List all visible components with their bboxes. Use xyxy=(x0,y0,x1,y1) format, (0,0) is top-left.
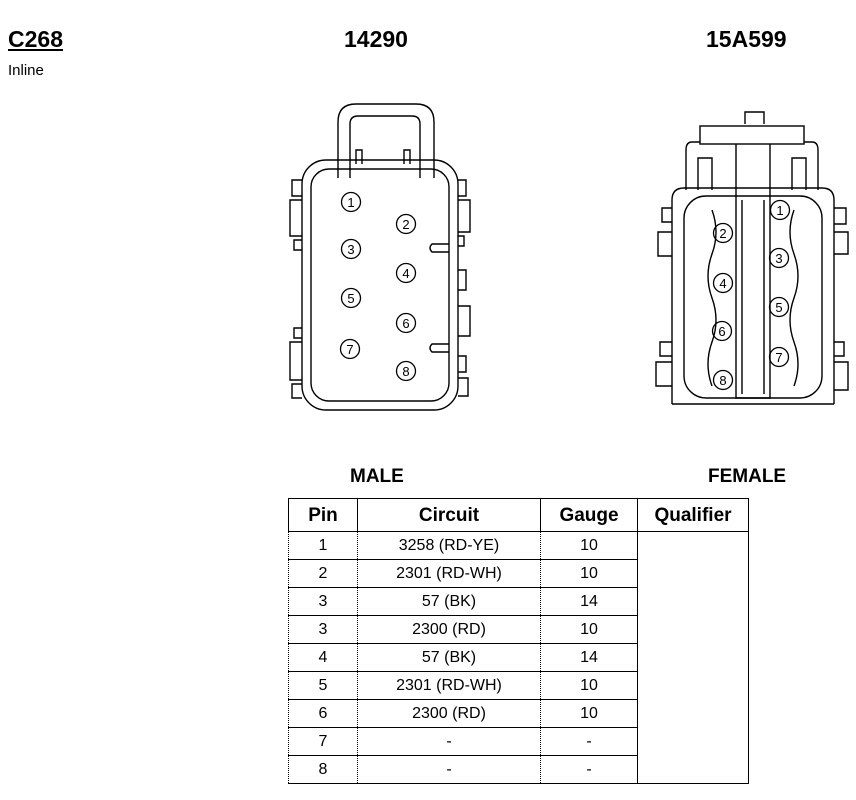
male-pin-5: 5 xyxy=(340,287,362,309)
gauge-cell: 10 xyxy=(540,671,638,700)
female-pin-label: 3 xyxy=(775,251,782,266)
female-pin-4: 4 xyxy=(712,272,734,294)
male-pin-3: 3 xyxy=(340,238,362,260)
female-pin-6: 6 xyxy=(711,320,733,342)
male-pin-label: 6 xyxy=(402,316,409,331)
female-pin-label: 2 xyxy=(719,226,726,241)
gauge-cell: 10 xyxy=(540,699,638,728)
qualifier-cell xyxy=(637,699,749,728)
circuit-cell: 2301 (RD-WH) xyxy=(357,671,541,700)
male-pin-7: 7 xyxy=(339,338,361,360)
pin-cell: 2 xyxy=(288,559,358,588)
circuit-cell: - xyxy=(357,727,541,756)
female-pin-label: 7 xyxy=(775,350,782,365)
male-pin-6: 6 xyxy=(395,312,417,334)
gauge-cell: 10 xyxy=(540,559,638,588)
gauge-cell: 14 xyxy=(540,587,638,616)
male-pin-label: 2 xyxy=(402,217,409,232)
qualifier-cell xyxy=(637,615,749,644)
pinout-header-row: Pin Circuit Gauge Qualifier xyxy=(288,498,749,532)
female-pin-7: 7 xyxy=(768,346,790,368)
pin-cell: 7 xyxy=(288,727,358,756)
female-connector xyxy=(655,111,849,405)
female-pin-1: 1 xyxy=(769,199,791,221)
female-part-number: 15A599 xyxy=(706,26,787,52)
gauge-cell: - xyxy=(540,727,638,756)
gauge-cell: 10 xyxy=(540,531,638,560)
circuit-cell: 3258 (RD-YE) xyxy=(357,531,541,560)
qualifier-cell xyxy=(637,671,749,700)
male-label: MALE xyxy=(350,466,404,487)
col-circuit: Circuit xyxy=(357,498,541,532)
female-label: FEMALE xyxy=(708,466,787,487)
male-pin-2: 2 xyxy=(395,213,417,235)
gauge-cell: 10 xyxy=(540,615,638,644)
female-pin-label: 4 xyxy=(719,276,726,291)
male-pin-label: 1 xyxy=(347,195,354,210)
male-pin-4: 4 xyxy=(395,262,417,284)
circuit-cell: 2300 (RD) xyxy=(357,615,541,644)
female-pin-3: 3 xyxy=(768,247,790,269)
circuit-cell: 57 (BK) xyxy=(357,587,541,616)
qualifier-cell xyxy=(637,531,749,560)
qualifier-cell xyxy=(637,643,749,672)
qualifier-cell xyxy=(637,755,749,784)
female-pin-label: 6 xyxy=(718,324,725,339)
qualifier-cell xyxy=(637,727,749,756)
pin-cell: 8 xyxy=(288,755,358,784)
connector-type: Inline xyxy=(8,62,44,79)
female-pin-2: 2 xyxy=(712,222,734,244)
male-pin-label: 4 xyxy=(402,266,409,281)
col-gauge: Gauge xyxy=(540,498,638,532)
pin-cell: 5 xyxy=(288,671,358,700)
male-pin-label: 7 xyxy=(346,342,353,357)
male-part-number: 14290 xyxy=(344,26,408,52)
gauge-cell: 14 xyxy=(540,643,638,672)
female-pin-5: 5 xyxy=(768,296,790,318)
table-row: 8-- xyxy=(288,755,749,784)
female-pin-8: 8 xyxy=(712,369,734,391)
circuit-cell: 2300 (RD) xyxy=(357,699,541,728)
female-pin-label: 8 xyxy=(719,373,726,388)
pin-cell: 3 xyxy=(288,587,358,616)
pin-cell: 4 xyxy=(288,643,358,672)
circuit-cell: - xyxy=(357,755,541,784)
pin-cell: 3 xyxy=(288,615,358,644)
pin-cell: 6 xyxy=(288,699,358,728)
male-pin-markers: 1 2 3 4 5 6 7 8 xyxy=(339,191,417,382)
gauge-cell: - xyxy=(540,755,638,784)
table-row: 7-- xyxy=(288,727,749,756)
connector-id: C268 xyxy=(8,26,63,52)
female-pin-markers: 1 2 3 4 5 6 7 8 xyxy=(711,199,791,391)
male-connector xyxy=(289,103,471,411)
col-qualifier: Qualifier xyxy=(637,498,749,532)
pin-cell: 1 xyxy=(288,531,358,560)
male-pin-label: 3 xyxy=(347,242,354,257)
male-pin-label: 5 xyxy=(347,291,354,306)
connector-diagram: 1 2 3 4 5 6 7 8 xyxy=(289,103,849,411)
male-pin-1: 1 xyxy=(340,191,362,213)
female-pin-label: 1 xyxy=(776,203,783,218)
qualifier-cell xyxy=(637,559,749,588)
qualifier-cell xyxy=(637,587,749,616)
male-pin-8: 8 xyxy=(395,360,417,382)
col-pin: Pin xyxy=(288,498,358,532)
male-pin-label: 8 xyxy=(402,364,409,379)
circuit-cell: 57 (BK) xyxy=(357,643,541,672)
female-pin-label: 5 xyxy=(775,300,782,315)
circuit-cell: 2301 (RD-WH) xyxy=(357,559,541,588)
